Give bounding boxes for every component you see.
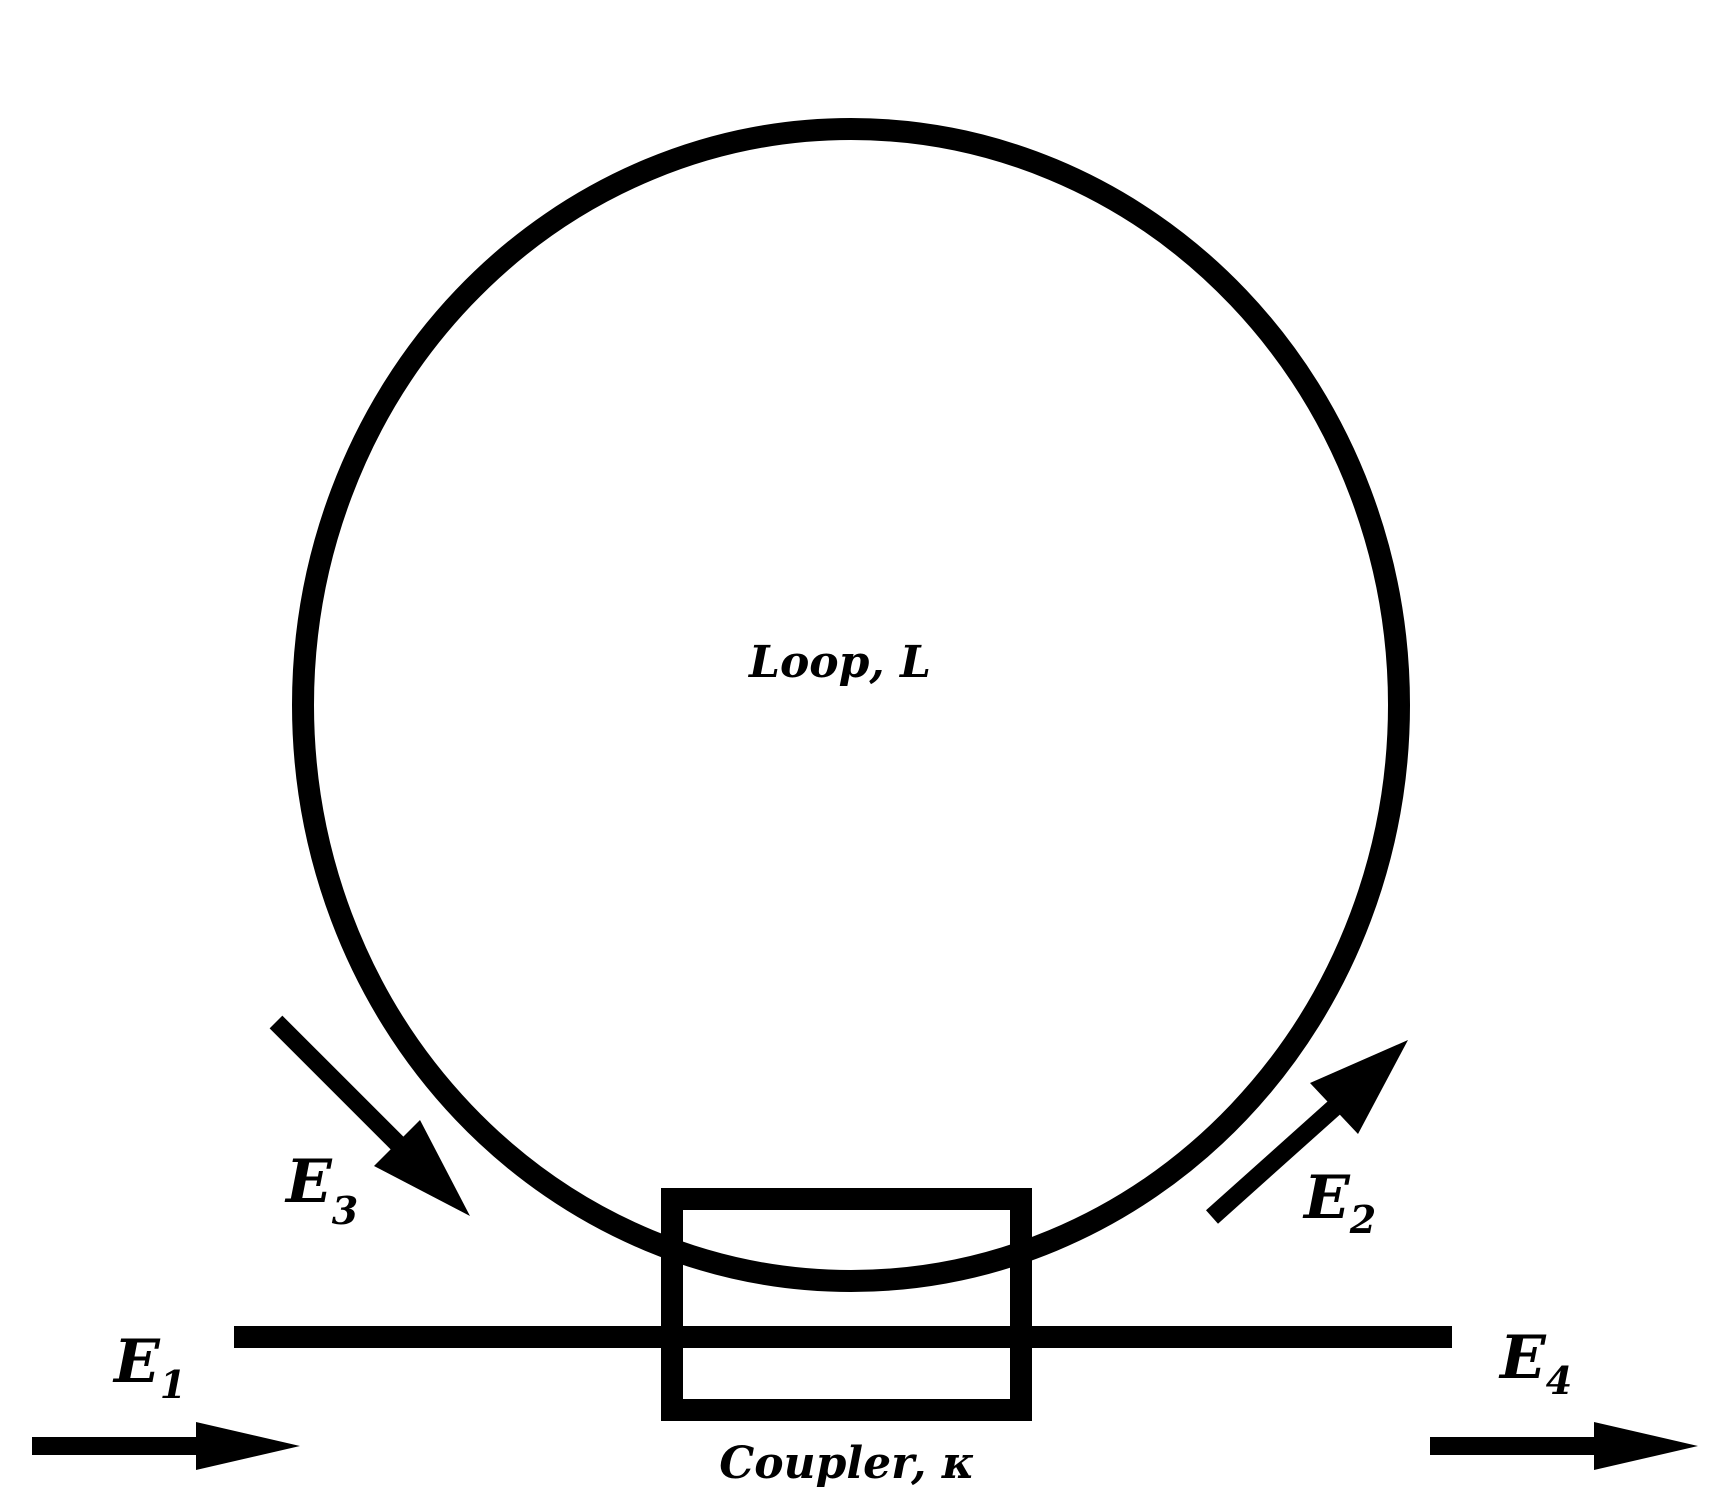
e1-arrow (32, 1422, 300, 1470)
loop-ring (292, 118, 1410, 1292)
e3-arrow (269, 1015, 470, 1216)
e3-label: E3 (284, 1147, 358, 1233)
e2-label: E2 (1302, 1163, 1376, 1242)
coupler-label: Coupler, κ (719, 1438, 974, 1489)
e2-arrow (1205, 1040, 1408, 1224)
e4-arrow (1430, 1422, 1698, 1470)
e4-label: E4 (1498, 1323, 1572, 1403)
loop-label: Loop, L (747, 637, 931, 688)
coupler-box (661, 1188, 1032, 1421)
e1-label: E1 (112, 1327, 186, 1407)
